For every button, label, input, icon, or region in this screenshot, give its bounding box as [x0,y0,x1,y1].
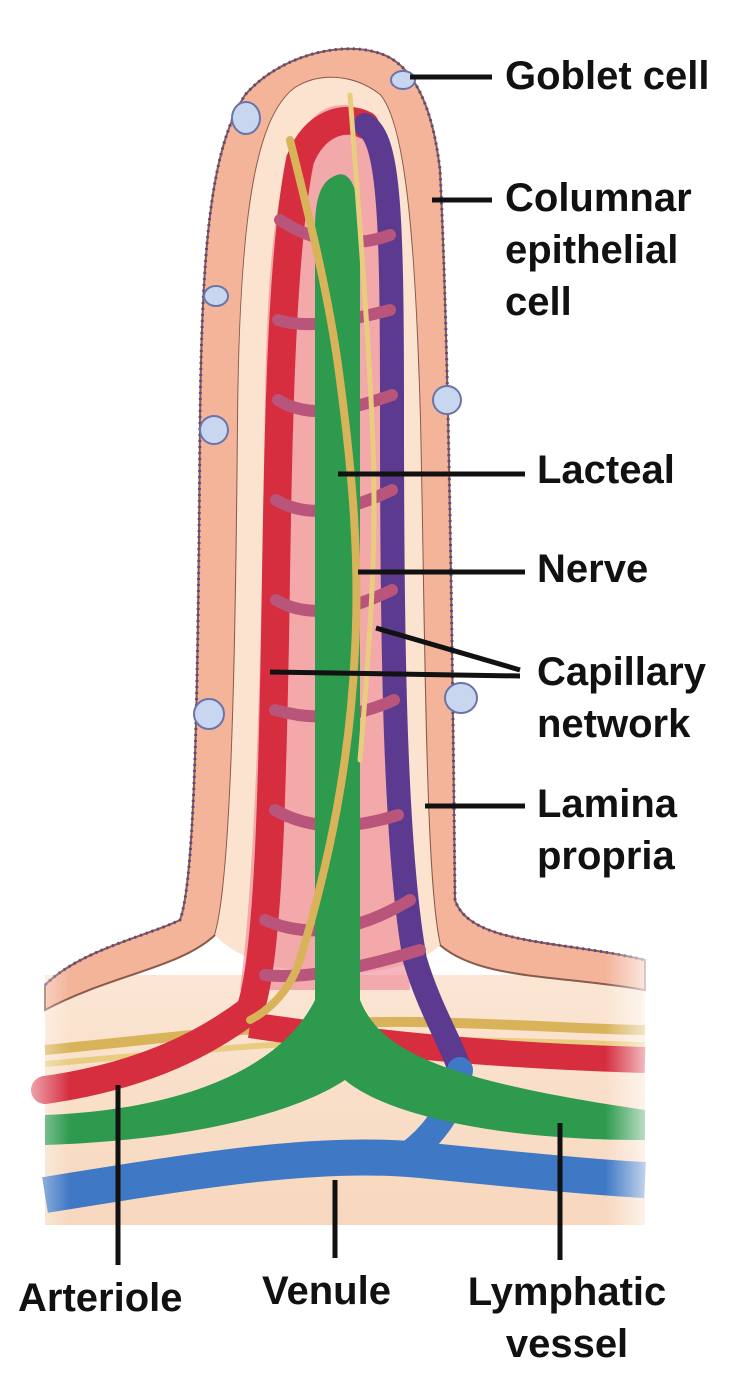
label-columnar-epithelial-cell: Columnar epithelial cell [505,172,692,328]
label-line: Lymphatic [467,1270,667,1314]
label-lymphatic-vessel: Lymphatic vessel [462,1266,672,1370]
label-capillary-network: Capillary network [537,646,706,750]
label-line: Lacteal [537,448,675,492]
label-lamina-propria: Lamina propria [537,778,677,882]
label-arteriole: Arteriole [18,1272,183,1324]
label-line: Goblet cell [505,54,710,98]
label-line: Arteriole [18,1276,183,1320]
goblet-cells [193,70,478,730]
leader-lines [115,74,563,1265]
lacteal-vessel [45,174,645,1145]
label-venule: Venule [262,1265,391,1317]
arteriole-vessel [31,106,646,1104]
label-line: propria [537,834,675,878]
label-line: network [537,702,691,746]
label-line: epithelial [505,228,679,272]
label-goblet-cell: Goblet cell [505,50,710,102]
label-nerve: Nerve [537,543,648,595]
label-line: Venule [262,1269,391,1313]
label-line: Lamina [537,782,678,826]
nerve-fibers [246,92,377,1024]
label-line: cell [505,280,572,324]
label-line: vessel [505,1322,629,1366]
label-lacteal: Lacteal [537,444,675,496]
label-line: Capillary [537,650,706,694]
label-line: Columnar [505,176,692,220]
label-line: Nerve [537,547,649,591]
